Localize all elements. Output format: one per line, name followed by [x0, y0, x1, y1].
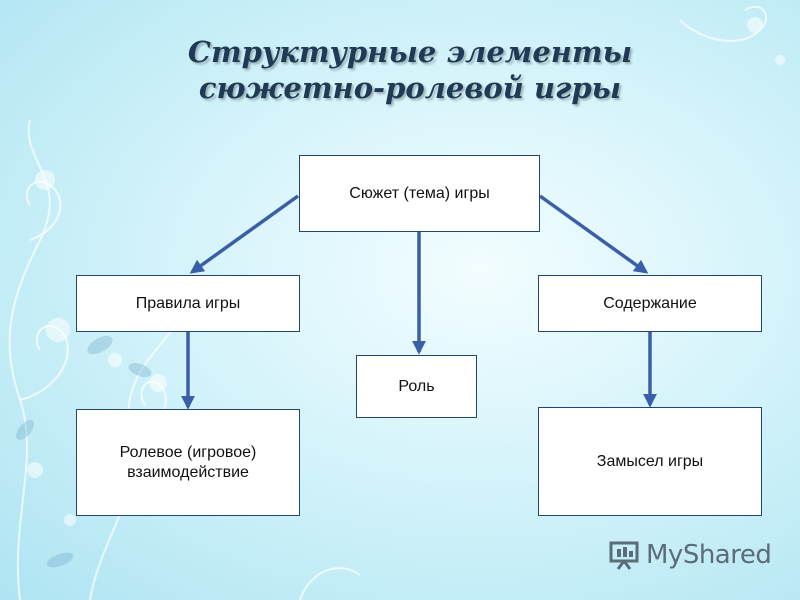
watermark-text: MyShared: [646, 540, 772, 570]
node-rules: Правила игры: [76, 275, 300, 332]
node-interaction: Ролевое (игровое) взаимодействие: [76, 409, 300, 516]
node-content: Содержание: [538, 275, 762, 332]
arrow-plot-to-content: [538, 194, 649, 274]
title-line-2: сюжетно-ролевой игры: [198, 71, 622, 105]
node-plot: Сюжет (тема) игры: [299, 155, 540, 232]
diagram-title: Структурные элементы сюжетно-ролевой игр…: [150, 34, 670, 106]
title-line-1: Структурные элементы: [187, 35, 633, 69]
node-concept: Замысел игры: [538, 407, 762, 516]
presentation-board-icon: [609, 541, 639, 570]
node-role: Роль: [356, 355, 477, 418]
arrow-plot-to-rules: [189, 194, 300, 274]
watermark: MyShared: [608, 538, 772, 572]
